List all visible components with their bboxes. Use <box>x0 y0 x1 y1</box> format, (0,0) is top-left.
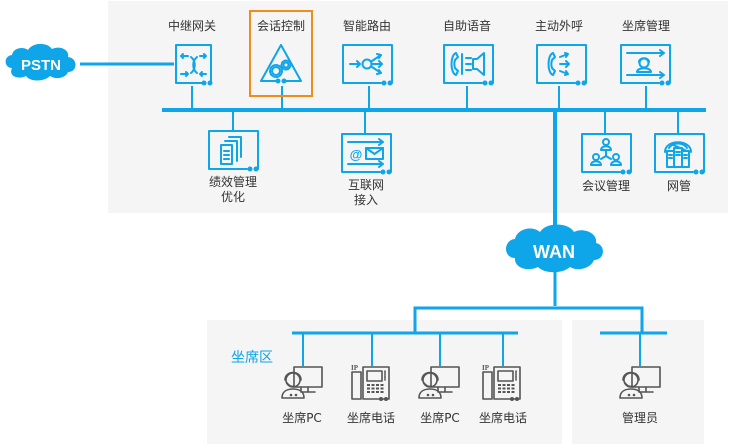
ivr-icon[interactable] <box>443 44 494 86</box>
module-label-session-control: 会话控制 <box>256 19 306 33</box>
device-label-admin: 管理员 <box>621 411 659 425</box>
module-label-internet-access: 互联网 接入 <box>348 178 384 208</box>
pstn-label: PSTN <box>21 57 61 74</box>
wan-cloud: WAN <box>506 224 603 273</box>
outbound-call-icon[interactable] <box>536 44 587 86</box>
session-control-icon[interactable] <box>260 44 302 84</box>
module-label-conference: 会议管理 <box>581 179 631 193</box>
at-sign-icon: @ <box>350 147 363 162</box>
agent-management-icon[interactable] <box>620 44 671 86</box>
ip-badge: IP <box>351 364 359 372</box>
conference-icon[interactable] <box>581 133 632 175</box>
module-label-line2: 优化 <box>220 190 246 204</box>
ip-phone-icon[interactable]: IP <box>351 364 390 401</box>
smart-routing-icon[interactable] <box>342 44 393 86</box>
agent-pc-icon[interactable] <box>281 366 323 399</box>
performance-docs-icon[interactable] <box>208 130 259 172</box>
module-label-network-management: 网管 <box>666 179 692 193</box>
trunk-gateway-icon[interactable] <box>175 44 213 86</box>
device-label-agent-phone: 坐席电话 <box>346 411 396 425</box>
module-label-ivr: 自助语音 <box>442 19 492 33</box>
device-label-agent-pc: 坐席PC <box>420 411 460 425</box>
wan-label: WAN <box>533 242 575 262</box>
session-control-highlight <box>249 10 313 97</box>
ip-phone-icon[interactable]: IP <box>482 364 521 401</box>
core-platform-panel <box>108 1 728 213</box>
module-label-line1: 互联网 <box>347 178 385 192</box>
internet-access-icon[interactable]: @ <box>341 133 392 175</box>
agent-zone-title: 坐席区 <box>231 350 273 366</box>
pstn-cloud: PSTN <box>5 43 76 81</box>
ip-badge: IP <box>482 364 490 372</box>
network-management-icon[interactable] <box>654 133 705 175</box>
device-label-agent-phone: 坐席电话 <box>478 411 528 425</box>
module-label-line1: 绩效管理 <box>208 175 258 189</box>
agent-pc-icon[interactable] <box>418 366 460 399</box>
module-label-outbound: 主动外呼 <box>534 19 584 33</box>
module-label-performance: 绩效管理 优化 <box>209 175 257 205</box>
admin-pc-icon[interactable] <box>619 366 661 399</box>
module-label-smart-routing: 智能路由 <box>342 19 392 33</box>
device-label-agent-pc: 坐席PC <box>282 411 322 425</box>
module-label-agent-management: 坐席管理 <box>621 19 671 33</box>
module-label-trunk-gateway: 中继网关 <box>167 19 217 33</box>
module-label-line2: 接入 <box>353 193 379 207</box>
wan-distribution-line <box>413 306 644 334</box>
